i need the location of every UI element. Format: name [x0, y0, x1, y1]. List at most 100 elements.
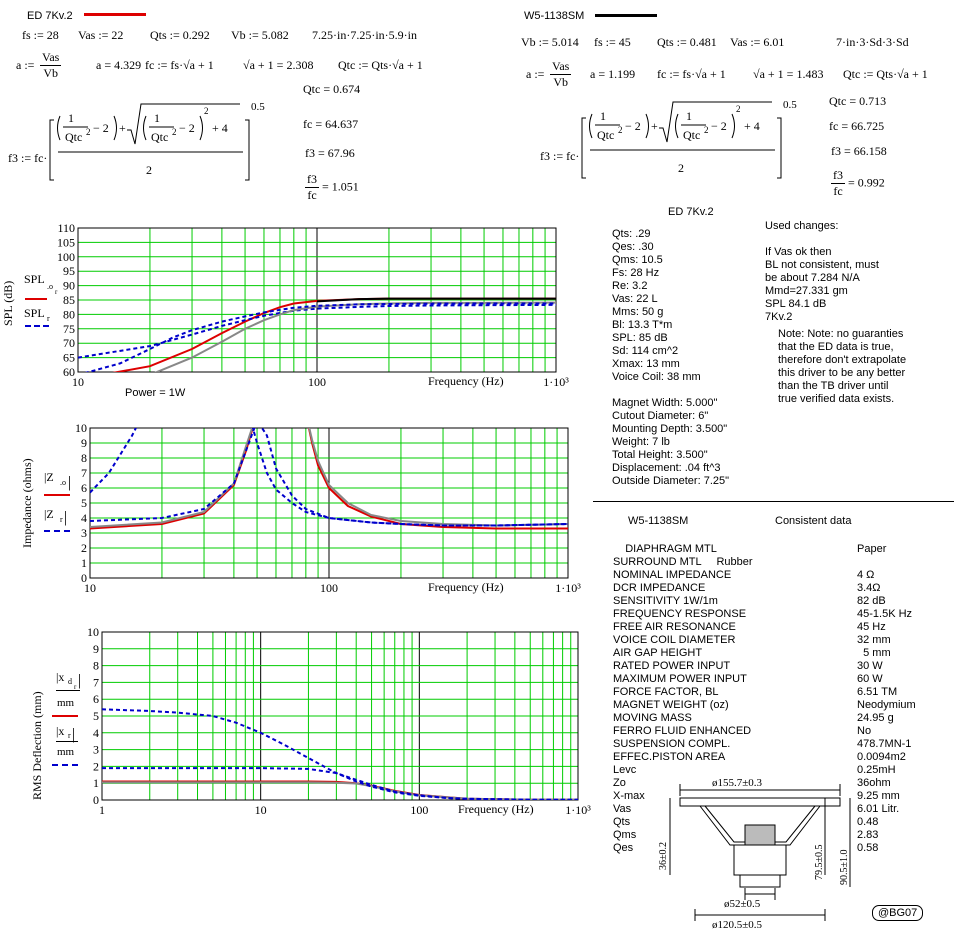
right-fs: fs := 45 [594, 35, 631, 49]
w5-spec-value: 0.58 [857, 842, 879, 854]
left-legend-swatch [84, 13, 146, 16]
y-tick-label: 100 [57, 250, 75, 264]
left-fc-def: fc := fs·√a + 1 [145, 58, 214, 72]
w5-spec-label: Zo [613, 777, 626, 789]
plot-frame [77, 227, 557, 373]
w5-spec-label: VOICE COIL DIAMETER [613, 634, 736, 646]
left-vas: Vas := 22 [78, 28, 124, 42]
left-a-num: Vas [40, 50, 62, 66]
w5-spec-value: 0.48 [857, 816, 879, 828]
y-tick-label: 110 [57, 221, 75, 235]
defl-legend2-fracline [56, 741, 78, 742]
left-sqrt-val: √a + 1 = 2.308 [243, 58, 314, 72]
x-tick-label: 10 [84, 581, 96, 595]
imp-ylabel: Impedance (ohms) [20, 458, 34, 548]
x-tick-label: 10 [255, 803, 267, 817]
right-qtc-result: Qtc = 0.713 [829, 94, 887, 108]
y-tick-label: 80 [63, 307, 75, 321]
w5-spec-value: 32 mm [857, 634, 891, 646]
right-a-den: Vb [553, 75, 568, 89]
right-box: 7·in·3·Sd·3·Sd [836, 35, 909, 49]
left-fc-result: fc = 64.637 [303, 117, 359, 131]
w5-spec-value: 82 dB [857, 595, 886, 607]
left-f3-formula: f3 := fc· 0.5 1 Qtc 2 − 2 + 1 Qtc 2 − 2 … [8, 101, 265, 181]
plot-frame [89, 427, 569, 579]
y-tick-label: 65 [63, 351, 75, 365]
left-fs: fs := 28 [22, 28, 59, 42]
right-a-def: a := [526, 67, 545, 81]
w5-spec-value: 45 Hz [857, 621, 886, 633]
x-tick-label: 1 [99, 803, 105, 817]
x-tick-label: 100 [410, 803, 428, 817]
imp-legend1: |Z [44, 470, 54, 484]
defl-legend2-den: mm [57, 746, 75, 758]
w5-spec-value: 5 mm [857, 647, 891, 659]
y-tick-label: 5 [93, 709, 99, 723]
f3-qtc-r: Qtc [597, 128, 614, 142]
y-tick-label: 60 [63, 365, 75, 379]
left-driver-name: ED 7Kv.2 [27, 10, 73, 22]
spl-legend2-swatch [25, 325, 49, 327]
defl-legend2: |x [56, 724, 65, 738]
x-axis-label: Frequency (Hz) [428, 374, 504, 388]
defl-legend2-swatch [52, 764, 78, 766]
f3-exp-r: 0.5 [783, 99, 797, 111]
drawing-dim-d: ø120.5±0.5 [712, 919, 763, 930]
x-axis-label: Frequency (Hz) [428, 580, 504, 594]
defl-legend2-bar: | [72, 726, 76, 743]
w5-spec-label: NOMINAL IMPEDANCE [613, 569, 732, 581]
w5-spec-label: Vas [613, 803, 632, 815]
y-tick-label: 7 [81, 466, 87, 480]
w5-spec-label: MAGNET WEIGHT (oz) [613, 699, 729, 711]
x-tick-label: 100 [308, 375, 326, 389]
imp-legend2: |Z [44, 507, 54, 521]
w5-spec-label: EFFEC.PISTON AREA [613, 751, 726, 763]
w5-spec-value: Paper [857, 543, 887, 555]
w5-spec-value: 0.0094m2 [857, 751, 906, 763]
defl-legend1-swatch [52, 715, 78, 717]
plot-frame [101, 631, 579, 801]
right-a-num: Vas [550, 59, 572, 75]
defl-legend2-sub: r [68, 731, 71, 740]
defl-legend1: |x [56, 670, 65, 684]
f3-minus2-rb: − 2 [711, 119, 727, 133]
w5-spec-label: SENSITIVITY 1W/1m [613, 595, 718, 607]
f3-den: 2 [146, 163, 152, 177]
w5-spec-value: 30 W [857, 660, 883, 672]
y-tick-label: 90 [63, 279, 75, 293]
w5-spec-value: 9.25 mm [857, 790, 900, 802]
series-line-1 [90, 428, 568, 528]
w5-spec-value: 4 Ω [857, 569, 875, 581]
y-tick-label: 9 [93, 642, 99, 656]
series-line-1 [102, 781, 578, 800]
right-legend-swatch [595, 14, 657, 17]
y-tick-label: 75 [63, 322, 75, 336]
right-fc-def: fc := fs·√a + 1 [657, 67, 726, 81]
series-line-3 [90, 428, 568, 527]
f3-sq-rb: 2 [704, 125, 709, 135]
right-qts: Qts := 0.481 [657, 35, 717, 49]
spl-legend2: SPL [24, 306, 45, 320]
f3-one-b: 1 [154, 111, 160, 125]
w5-spec-label: RATED POWER INPUT [613, 660, 731, 672]
w5-spec-label: SUSPENSION COMPL. [613, 738, 731, 750]
w5-spec-label: FERRO FLUID ENHANCED [613, 725, 752, 737]
right-f3-formula: f3 := fc· 0.5 1 Qtc 2 − 2 + 1 Qtc 2 − 2 … [540, 99, 797, 179]
imp-legend1-bar: | [68, 474, 72, 491]
w5-spec-value: 3.4Ω [857, 582, 881, 594]
y-tick-label: 0 [93, 793, 99, 807]
spl-legend1-sub2: r [55, 288, 58, 296]
f3-one-rb: 1 [686, 109, 692, 123]
f3-sq-c: 2 [204, 106, 209, 116]
series-line-4 [316, 297, 556, 303]
imp-legend2-swatch [44, 530, 70, 532]
left-ratio-den: fc [307, 188, 317, 202]
defl-legend1-sub2: r [74, 683, 77, 691]
f3-lhs: f3 := fc· [8, 151, 47, 165]
left-vb: Vb := 5.082 [231, 28, 289, 42]
right-sqrt-val: √a + 1 = 1.483 [753, 67, 824, 81]
y-tick-label: 2 [93, 759, 99, 773]
